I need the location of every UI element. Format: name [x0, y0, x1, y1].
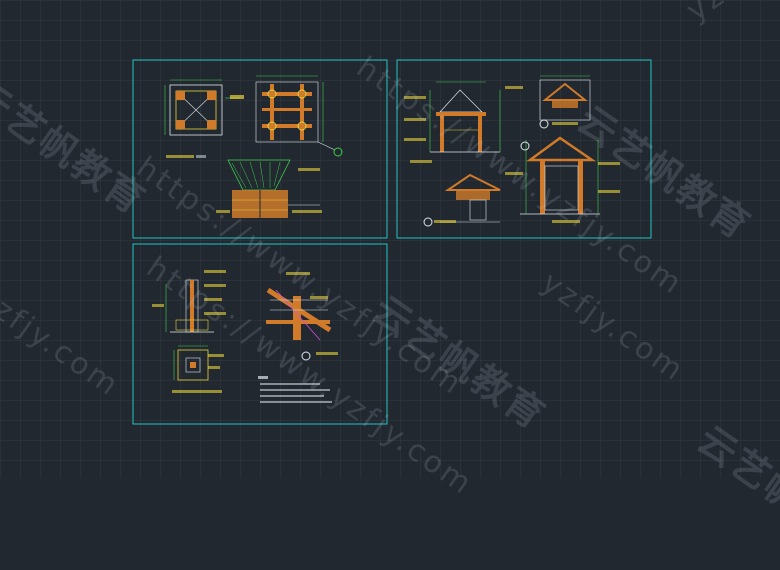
roof-section-detail [216, 159, 322, 218]
joint-detail [539, 75, 591, 129]
pergola-side-section [520, 136, 620, 223]
eave-section-detail [410, 160, 523, 227]
beam-joint-detail [266, 272, 338, 361]
sheet-2-frame[interactable] [396, 59, 652, 239]
foundation-plan [172, 345, 224, 393]
sheet-3-frame[interactable] [132, 243, 388, 425]
roof-framing-plan [255, 75, 343, 157]
sheet-1-frame[interactable] [132, 59, 388, 239]
pergola-plan-view [164, 79, 244, 136]
pergola-front-elevation [404, 81, 523, 153]
cad-drawing [132, 59, 652, 425]
general-notes-block [258, 376, 332, 403]
column-foundation-section [152, 270, 226, 333]
